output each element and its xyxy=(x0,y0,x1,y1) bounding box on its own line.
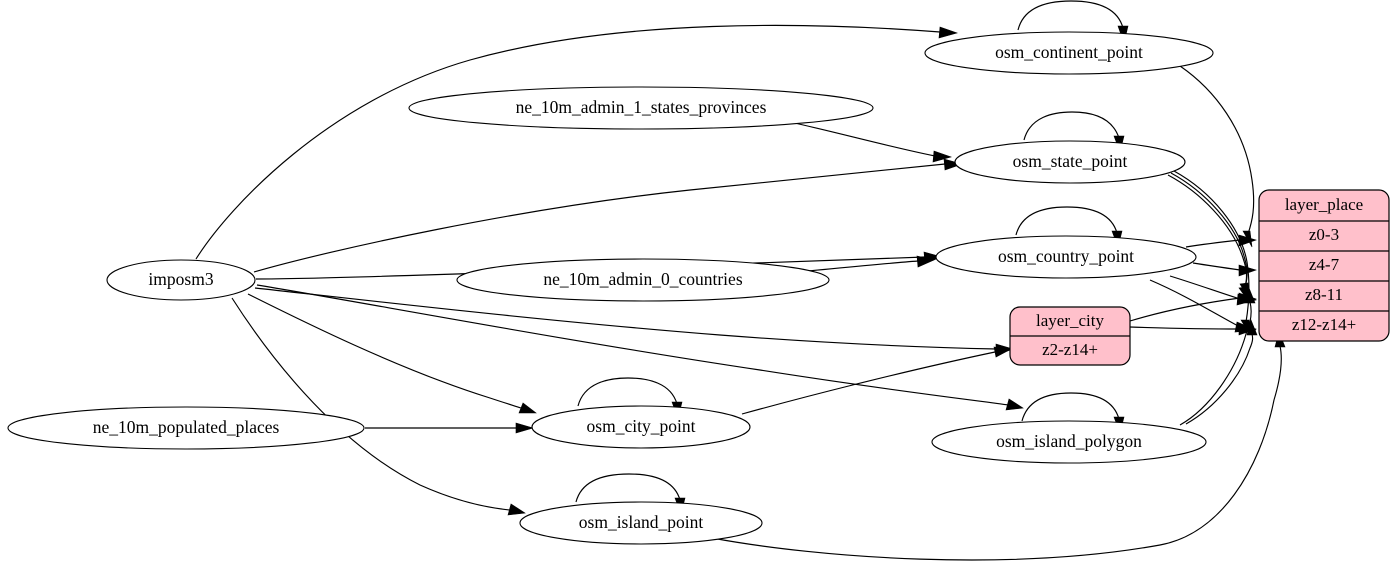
node-osm_state_point[interactable]: osm_state_point xyxy=(954,140,1186,184)
edge-imposm3-to-osm_island_point xyxy=(231,297,526,516)
edge-imposm3-to-osm_city_point xyxy=(247,293,537,414)
edge-osm_country_point-to-layer_place-z4-7 xyxy=(1192,262,1257,277)
edge-layer xyxy=(195,0,1286,561)
edge-ne_populated-to-osm_city_point xyxy=(365,422,535,434)
layer_place-box[interactable] xyxy=(1258,189,1390,342)
node-ne_10m_admin_0_countries[interactable]: ne_10m_admin_0_countries xyxy=(456,258,830,302)
node-layer: imposm3 ne_10m_admin_1_states_provinces … xyxy=(7,31,1214,545)
edge-osm_continent_point-to-layer_place-z0-3 xyxy=(1179,65,1255,248)
edge-imposm3-to-osm_continent_point xyxy=(195,24,958,260)
edge-osm_island_polygon-to-layer_place-z8-11 xyxy=(1179,287,1256,426)
edge-osm_city_point-to-layer_city xyxy=(741,346,1012,415)
edge-osm_state_point-to-layer_place-z8-11 xyxy=(1170,172,1250,303)
edge-imposm3-to-osm_state_point xyxy=(253,158,963,273)
node-ne_10m_populated_places[interactable]: ne_10m_populated_places xyxy=(7,406,365,450)
node-osm_city_point[interactable]: osm_city_point xyxy=(531,405,751,449)
edge-ne_states-to-osm_state_point xyxy=(789,121,952,163)
node-imposm3[interactable]: imposm3 xyxy=(106,259,256,301)
edge-imposm3-to-osm_island_polygon xyxy=(256,284,1024,411)
edge-layer_city-to-layer_place-z8-11 xyxy=(1129,292,1257,322)
node-osm_continent_point[interactable]: osm_continent_point xyxy=(924,31,1214,75)
node-osm_island_polygon[interactable]: osm_island_polygon xyxy=(931,420,1207,464)
node-osm_island_point[interactable]: osm_island_point xyxy=(519,501,763,545)
record-node-layer_place[interactable]: layer_place z0-3 z4-7 z8-11 z12-z14+ xyxy=(1258,189,1390,342)
record-node-layer_city[interactable]: layer_city z2-z14+ xyxy=(1009,306,1131,366)
edge-osm_island_polygon-to-layer_place-z12-z14+ xyxy=(1185,319,1258,425)
edge-ne_countries-to-osm_country_point xyxy=(807,255,935,272)
node-ne_10m_admin_1_states_provinces[interactable]: ne_10m_admin_1_states_provinces xyxy=(408,86,874,130)
node-osm_country_point[interactable]: osm_country_point xyxy=(935,235,1197,279)
edge-osm_country_point-to-layer_place-z0-3 xyxy=(1185,234,1257,248)
